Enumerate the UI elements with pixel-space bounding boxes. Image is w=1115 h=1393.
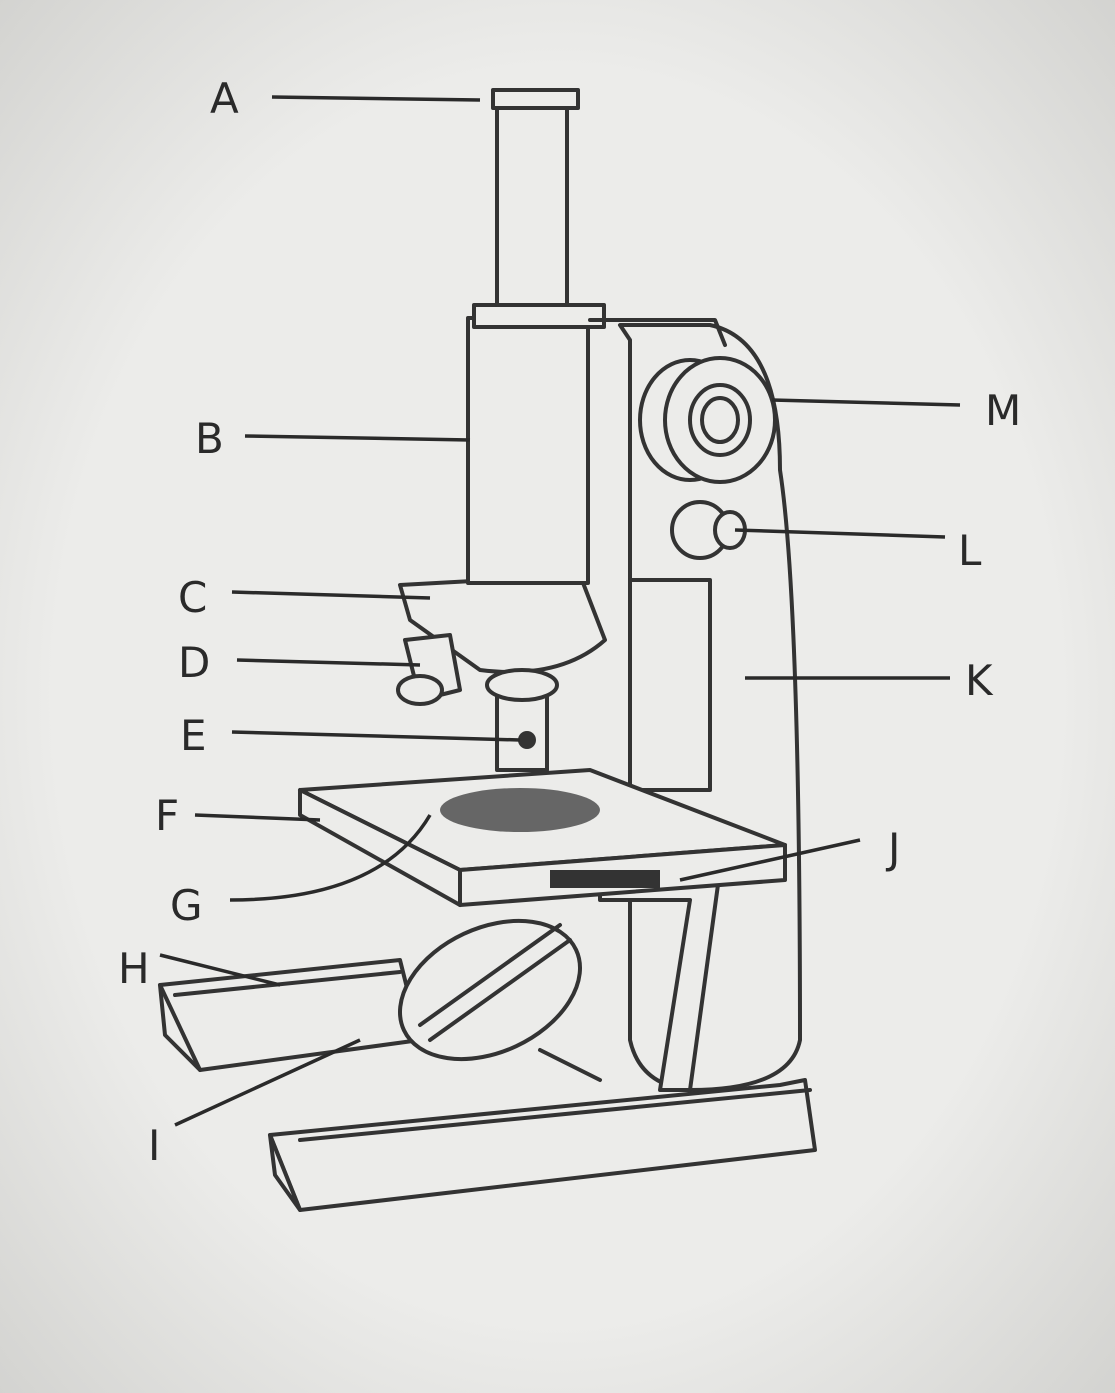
arm: [598, 323, 802, 1092]
label-i: I: [148, 1121, 161, 1170]
label-j: J: [888, 824, 901, 873]
mirror: [398, 918, 602, 1082]
leader-lines: [159, 95, 961, 1127]
label-g: G: [170, 881, 203, 930]
label-d: D: [178, 638, 211, 687]
label-k: K: [965, 656, 993, 705]
label-f: F: [155, 791, 180, 840]
label-m: M: [985, 386, 1022, 435]
adjustment-knobs: [638, 356, 777, 560]
label-b: B: [195, 414, 224, 463]
label-h: H: [118, 944, 150, 993]
label-a: A: [210, 74, 239, 123]
label-l: L: [958, 526, 982, 575]
label-e: E: [180, 711, 207, 760]
body-tube: [466, 88, 727, 585]
label-c: C: [178, 573, 208, 622]
nosepiece: [396, 573, 607, 772]
stage: [298, 768, 787, 907]
